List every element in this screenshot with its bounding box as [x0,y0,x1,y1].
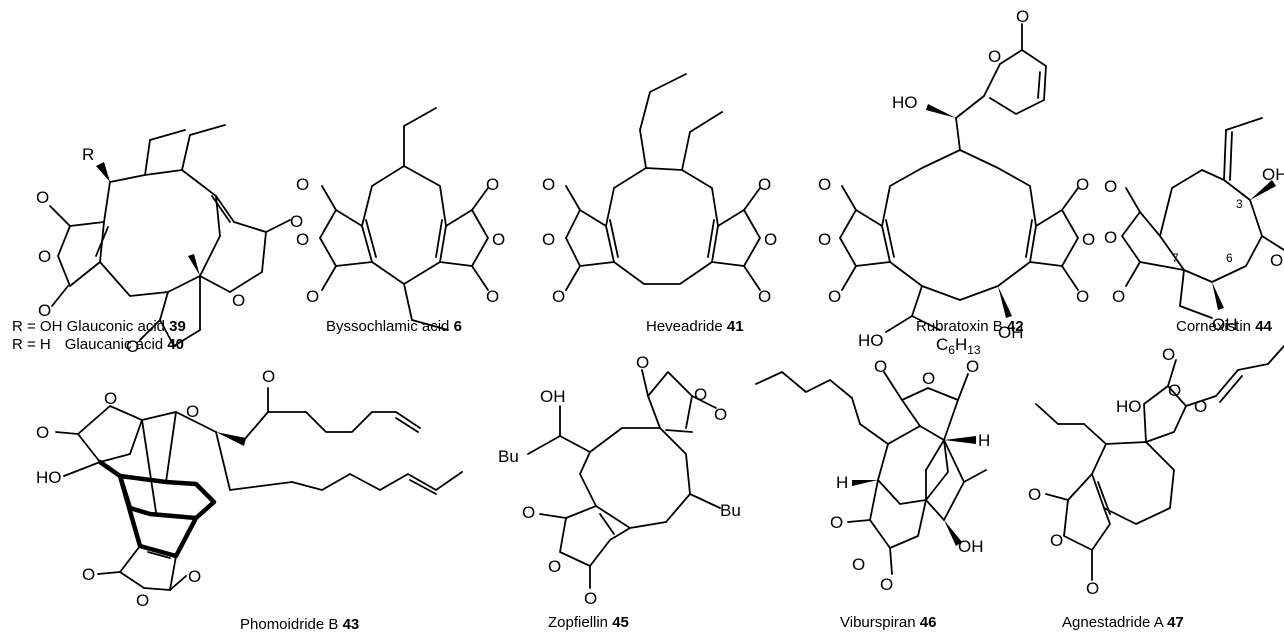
atom-rubra-o2: O [818,230,831,249]
atom-agnest-o4: O [1028,485,1041,504]
structure-heveadride [565,73,761,291]
caption-agnestadride: Agnestadride A 47 [1062,614,1184,631]
atom-cornex-oh-top: OH [1262,165,1284,184]
atom-cornex-o1: O [1104,177,1117,196]
atom-zopf-o6: O [584,589,597,608]
structure-byssochlamic-acid [319,107,489,331]
atom-rubra-c6h13: C6H13 [936,335,981,357]
atom-bysso-o6: O [486,287,499,306]
structure-zopfiellin [527,369,721,589]
atom-vibur-o4: O [830,513,843,532]
atom-glauconic-o5: O [232,291,245,310]
structure-cornexistin [1121,117,1284,319]
atom-cornex-locant-7: 7 [1172,251,1179,265]
atom-glauconic-o2: O [38,247,51,266]
atom-vibur-o5: O [852,555,865,574]
atom-bysso-o3: O [306,287,319,306]
atom-zopf-o4: O [522,503,535,522]
atom-zopf-oh: OH [540,387,566,406]
caption-viburspiran: Viburspiran 46 [840,614,937,631]
atom-agnest-o2: O [1168,381,1181,400]
atom-vibur-o3: O [966,357,979,376]
atom-zopf-o5: O [548,557,561,576]
atom-hevea-o4: O [758,175,771,194]
atom-rubra-ho2: HO [858,331,884,350]
atom-rubra-oh: OH [998,323,1024,342]
atom-vibur-o2: O [922,369,935,388]
atom-glauconic-o6: O [126,337,139,356]
atom-phomo-o3: O [186,402,199,421]
caption-cornexistin: Cornexistin 44 [1176,318,1272,335]
atom-phomo-ho: HO [36,468,62,487]
atom-phomo-o6: O [188,567,201,586]
atom-agnest-ho: HO [1116,397,1142,416]
atom-rubra-o1: O [818,175,831,194]
atom-zopf-o1: O [636,353,649,372]
atom-hevea-o1: O [542,175,555,194]
atom-vibur-h-right: H [978,431,990,450]
atom-zopf-o2: O [694,385,707,404]
atom-hevea-o3: O [552,287,565,306]
atom-zopf-o3: O [714,405,727,424]
atom-vibur-h-left: H [836,473,848,492]
atom-bysso-o4: O [486,175,499,194]
atom-agnest-o6: O [1086,579,1099,598]
atom-vibur-o6: O [880,575,893,594]
atom-vibur-oh: OH [958,537,984,556]
caption-phomoidride: Phomoidride B 43 [240,616,360,633]
atom-cornex-o3: O [1112,287,1125,306]
atom-cornex-o2: O [1104,228,1117,247]
atom-cornex-locant-6: 6 [1226,251,1233,265]
atom-agnest-o5: O [1050,531,1063,550]
atom-agnest-o3: O [1194,397,1207,416]
structure-agnestadride-a [1035,345,1284,581]
atom-rubra-ho: HO [892,93,918,112]
atom-phomo-o4: O [82,565,95,584]
caption-heveadride: Heveadride 41 [646,318,744,335]
atom-hevea-o6: O [758,287,771,306]
atom-glauconic-o4: O [290,212,303,231]
caption-byssochlamic: Byssochlamic acid 6 [326,318,462,335]
atom-rubra-o5: O [1082,230,1095,249]
structure-viburspiran [755,371,987,575]
atom-hevea-o5: O [764,230,777,249]
atom-bysso-o2: O [296,230,309,249]
structure-phomoidride-b [55,387,463,591]
atom-bysso-o1: O [296,175,309,194]
atom-hevea-o2: O [542,230,555,249]
atom-phomo-o5: O [136,591,149,610]
atom-cornex-o-ketone: O [1270,251,1283,270]
atom-glauconic-o3: O [38,301,51,320]
atom-cornex-oh-bottom: OH [1212,315,1238,334]
atom-bysso-o5: O [492,230,505,249]
atom-agnest-o1: O [1162,345,1175,364]
atom-rubra-o3: O [828,287,841,306]
atom-zopf-bu-left: Bu [498,447,519,466]
atom-phomo-o2: O [104,389,117,408]
atom-glauconic-r: R [82,145,94,164]
caption-glauconic: R = OH Glauconic acid 39 [12,318,186,335]
atom-phomo-o1: O [36,423,49,442]
atom-rubra-o-ring: O [988,47,1001,66]
atom-glauconic-o1: O [36,188,49,207]
atom-rubra-o6: O [1076,287,1089,306]
atom-vibur-o1: O [874,357,887,376]
atom-cornex-locant-3: 3 [1236,197,1243,211]
caption-zopfiellin: Zopfiellin 45 [548,614,629,631]
caption-rubratoxin: Rubratoxin B 42 [916,318,1024,335]
atom-rubra-o-carbonyl: O [1016,7,1029,26]
atom-zopf-bu-right: Bu [720,501,741,520]
atom-phomo-o-ketone: O [262,367,275,386]
atom-rubra-o4: O [1076,175,1089,194]
structure-glauconic-acid [49,124,291,347]
structure-rubratoxin-b [839,23,1079,333]
